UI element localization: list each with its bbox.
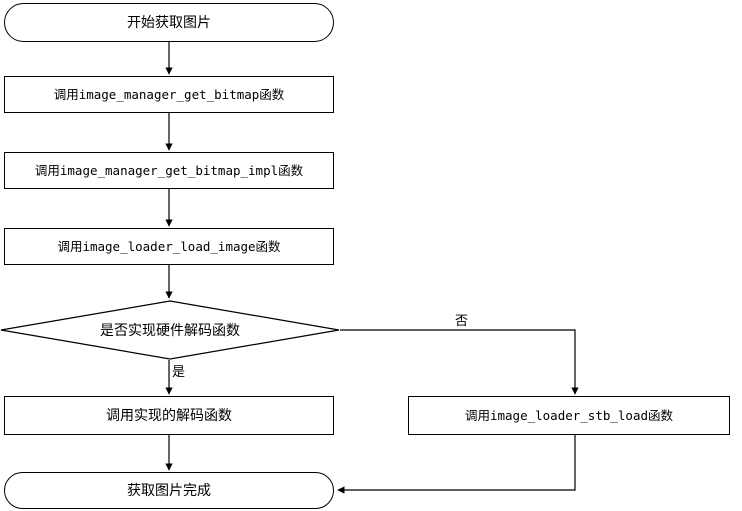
node-loader-load-image[interactable]: 调用image_loader_load_image函数 [4,228,334,265]
edge-label-yes-text: 是 [172,364,186,379]
node-decision-hw-decode-label: 是否实现硬件解码函数 [100,322,240,338]
node-get-bitmap[interactable]: 调用image_manager_get_bitmap函数 [4,76,334,113]
node-end[interactable]: 获取图片完成 [4,472,334,509]
node-get-bitmap-impl-label: 调用image_manager_get_bitmap_impl函数 [34,163,304,178]
connector-decision-no-to-stb-load [340,329,579,395]
node-get-bitmap-label: 调用image_manager_get_bitmap函数 [53,87,285,102]
node-stb-load[interactable]: 调用image_loader_stb_load函数 [408,396,730,435]
connector-stb-load-to-end [337,435,576,494]
node-stb-load-label: 调用image_loader_stb_load函数 [464,408,674,423]
node-call-impl-decode-label: 调用实现的解码函数 [106,407,232,424]
node-decision-hw-decode[interactable]: 是否实现硬件解码函数 [0,300,340,360]
node-loader-load-image-label: 调用image_loader_load_image函数 [57,239,281,254]
edge-label-no: 否 [455,310,468,329]
node-end-label: 获取图片完成 [127,482,211,499]
node-get-bitmap-impl[interactable]: 调用image_manager_get_bitmap_impl函数 [4,152,334,189]
edge-label-yes: 是 [172,361,185,380]
edge-label-no-text: 否 [455,313,469,328]
diamond-shape [0,300,340,360]
node-start-label: 开始获取图片 [127,14,211,31]
node-start[interactable]: 开始获取图片 [4,3,334,42]
node-call-impl-decode[interactable]: 调用实现的解码函数 [4,396,334,435]
